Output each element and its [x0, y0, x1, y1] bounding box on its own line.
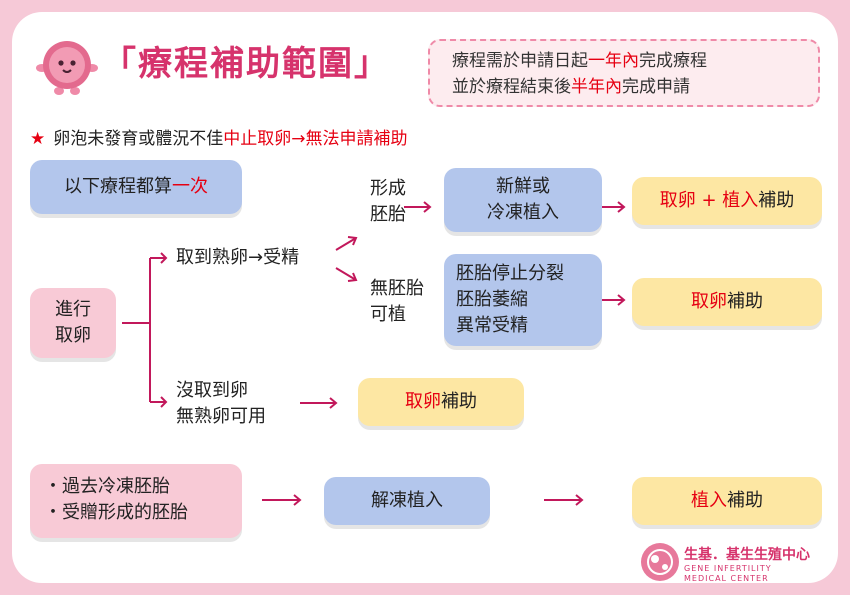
deadline-note-line1: 療程需於申請日起一年內完成療程 — [452, 51, 707, 71]
transfer-subsidy-box: 植入補助 — [632, 477, 822, 525]
retrieval-subsidy-box-2: 取卵補助 — [358, 378, 524, 426]
clinic-logo-icon — [641, 543, 679, 581]
thaw-transfer-box: 解凍植入 — [324, 477, 490, 525]
page-title: 「療程補助範圍」 — [102, 44, 390, 84]
frozen-embryo-source-box: ・過去冷凍胚胎・受贈形成的胚胎 — [30, 464, 242, 538]
mascot-icon — [36, 41, 98, 95]
deadline-note-line2: 並於療程結束後半年內完成申請 — [452, 77, 690, 97]
deadline-note: 療程需於申請日起一年內完成療程 並於療程結束後半年內完成申請 — [428, 39, 820, 107]
retrieval-subsidy-box-1: 取卵補助 — [632, 278, 822, 326]
warning-line: ★卵泡未發育或體況不佳中止取卵→無法申請補助 — [30, 129, 408, 149]
footer-brand: 生基．基生生殖中心 GENE INFERTILITY MEDICAL CENTE… — [684, 547, 810, 583]
fresh-or-frozen-transfer-box: 新鮮或冷凍植入 — [444, 168, 602, 232]
embryo-formed-label: 形成胚胎 — [370, 178, 406, 225]
count-as-once-box: 以下療程都算一次 — [30, 160, 242, 214]
no-embryo-label: 無胚胎可植 — [370, 278, 424, 325]
embryo-failure-box: 胚胎停止分裂胚胎萎縮異常受精 — [444, 254, 602, 346]
branch-no-egg-label: 沒取到卵無熟卵可用 — [176, 380, 266, 427]
retrieval-and-transfer-subsidy-box: 取卵 + 植入補助 — [632, 177, 822, 225]
star-icon: ★ — [30, 129, 46, 149]
egg-retrieval-start-box: 進行取卵 — [30, 288, 116, 358]
branch-mature-label: 取到熟卵→受精 — [176, 247, 300, 268]
